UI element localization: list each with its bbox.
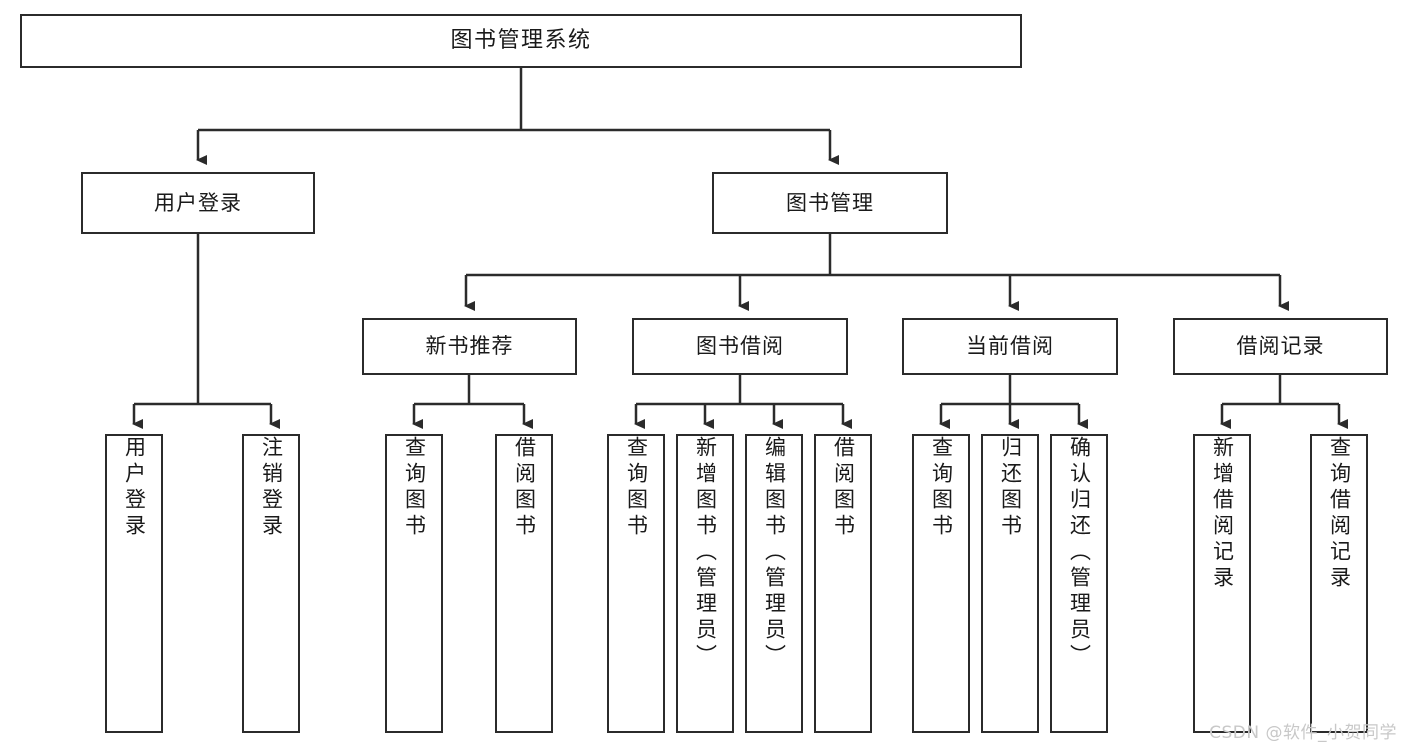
node-label: 用户登录 (154, 190, 242, 215)
node-label: 新书推荐 (425, 334, 514, 358)
leaf-current-confirm-return-admin[interactable]: 确认归还（管理员） (1050, 434, 1108, 733)
node-label: 归还图书 (998, 436, 1023, 540)
node-label: 查询图书 (624, 436, 649, 540)
leaf-user-login-logout[interactable]: 注销登录 (242, 434, 300, 733)
node-borrow-record[interactable]: 借阅记录 (1173, 318, 1388, 375)
node-label: 编辑图书（管理员） (762, 436, 787, 670)
node-book-management[interactable]: 图书管理 (712, 172, 948, 234)
leaf-borrow-query-book[interactable]: 查询图书 (607, 434, 665, 733)
node-user-login[interactable]: 用户登录 (81, 172, 315, 234)
node-label: 查询图书 (929, 436, 954, 540)
watermark-text: CSDN @软件_小贺同学 (1209, 723, 1397, 743)
node-label: 用户登录 (122, 436, 147, 540)
node-label: 借阅记录 (1236, 334, 1325, 358)
node-label: 图书管理 (786, 190, 874, 215)
leaf-current-query-book[interactable]: 查询图书 (912, 434, 970, 733)
node-label: 新增借阅记录 (1210, 436, 1235, 592)
leaf-record-query-record[interactable]: 查询借阅记录 (1310, 434, 1368, 733)
leaf-borrow-add-book-admin[interactable]: 新增图书（管理员） (676, 434, 734, 733)
node-label: 当前借阅 (966, 334, 1054, 358)
leaf-borrow-edit-book-admin[interactable]: 编辑图书（管理员） (745, 434, 803, 733)
node-label: 查询借阅记录 (1327, 436, 1352, 592)
leaf-recommend-borrow-book[interactable]: 借阅图书 (495, 434, 553, 733)
node-book-borrow[interactable]: 图书借阅 (632, 318, 848, 375)
node-label: 借阅图书 (512, 436, 537, 540)
node-label: 新增图书（管理员） (693, 436, 718, 670)
leaf-current-return-book[interactable]: 归还图书 (981, 434, 1039, 733)
leaf-record-add-record[interactable]: 新增借阅记录 (1193, 434, 1251, 733)
leaf-recommend-query-book[interactable]: 查询图书 (385, 434, 443, 733)
node-root-system[interactable]: 图书管理系统 (20, 14, 1022, 68)
node-label: 借阅图书 (831, 436, 856, 540)
leaf-borrow-borrow-book[interactable]: 借阅图书 (814, 434, 872, 733)
node-label: 查询图书 (402, 436, 427, 540)
node-label: 注销登录 (259, 436, 284, 540)
node-label: 图书借阅 (696, 334, 784, 358)
node-label: 确认归还（管理员） (1067, 436, 1092, 670)
node-new-book-recommend[interactable]: 新书推荐 (362, 318, 577, 375)
leaf-user-login-login[interactable]: 用户登录 (105, 434, 163, 733)
node-current-borrow[interactable]: 当前借阅 (902, 318, 1118, 375)
node-label: 图书管理系统 (450, 28, 592, 53)
